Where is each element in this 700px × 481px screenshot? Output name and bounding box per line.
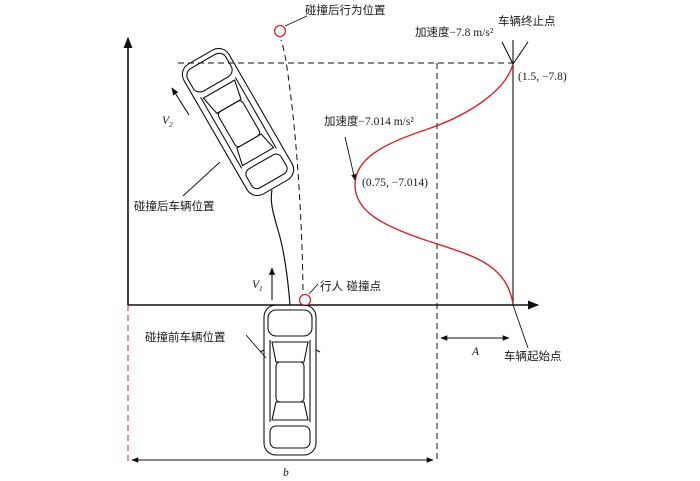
label-dim-b: b: [283, 467, 289, 479]
collision-point-marker: [298, 293, 312, 307]
label-accel-end: 加速度−7.8 m/s²: [415, 25, 494, 39]
accel-mid-leader: [344, 136, 357, 181]
end-point-fork: [501, 41, 529, 65]
label-point-mid: (0.75, −7.014): [362, 177, 428, 189]
label-point-end: (1.5, −7.8): [518, 71, 567, 83]
acceleration-curve: [354, 63, 514, 305]
car-before-collision: [259, 304, 321, 456]
collision-point-leader: [308, 283, 319, 295]
label-post-collision-pedestrian: 碰撞后行为位置: [305, 3, 386, 17]
pedestrian-trajectory: [280, 39, 304, 301]
label-pedestrian-collision-point: 行人 碰撞点: [320, 279, 381, 293]
label-vehicle-end-point: 车辆终止点: [498, 14, 556, 28]
label-v1: V1: [252, 279, 263, 293]
car-after-collision: [181, 47, 295, 197]
post-pedestrian-leader: [284, 15, 308, 27]
label-post-collision-vehicle: 碰撞后车辆位置: [134, 199, 215, 213]
label-vehicle-start-point: 车辆起始点: [504, 349, 562, 363]
pre-vehicle-leader: [245, 334, 267, 359]
label-accel-mid: 加速度−7.014 m/s²: [324, 114, 414, 128]
post-collision-pedestrian-marker: [273, 24, 287, 38]
vehicle-trajectory: [270, 189, 291, 306]
post-vehicle-leader: [182, 161, 221, 197]
label-v2: V2: [162, 115, 173, 129]
start-point-leader: [512, 304, 529, 349]
v2-arrow: [171, 87, 190, 116]
label-pre-collision-vehicle: 碰撞前车辆位置: [145, 330, 226, 344]
label-dim-a: A: [471, 346, 480, 358]
